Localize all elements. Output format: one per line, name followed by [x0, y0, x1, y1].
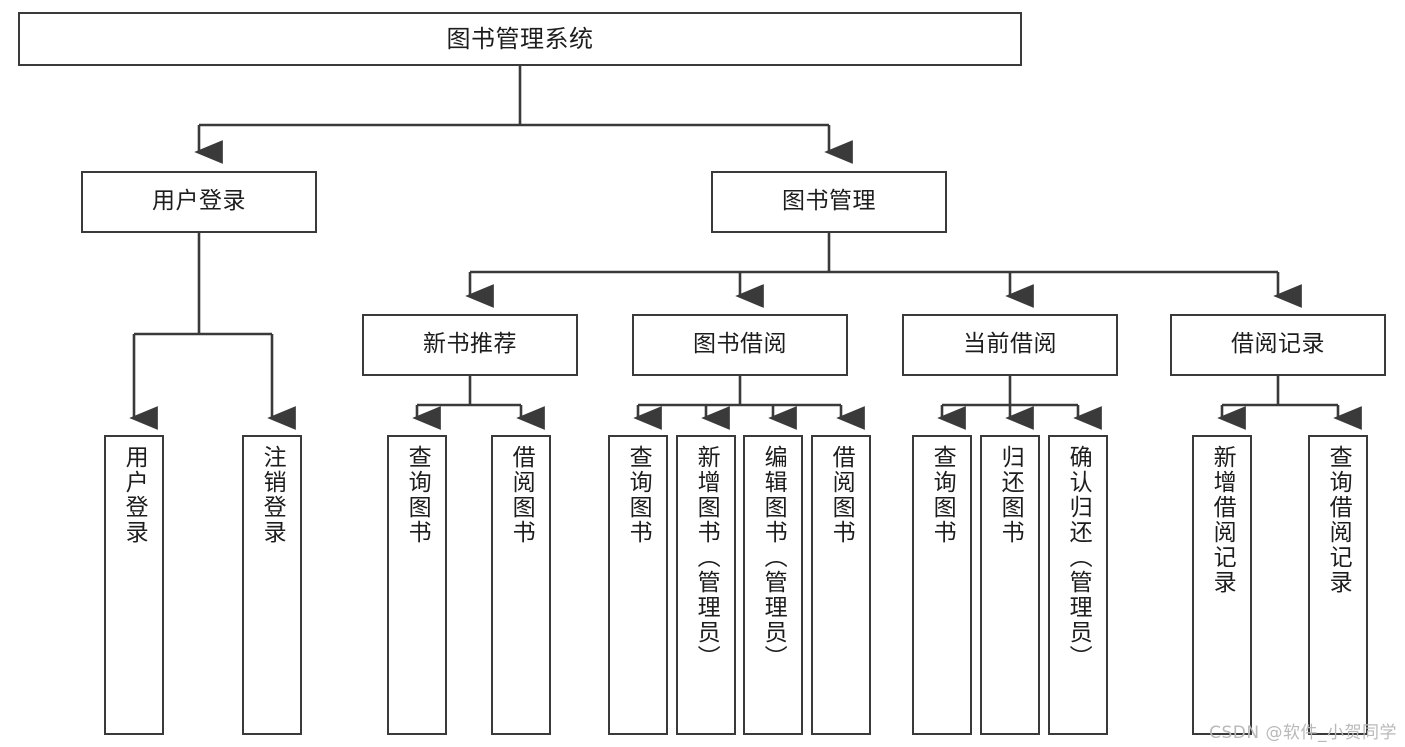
node-user-login[interactable]: 用户登录 — [81, 171, 317, 233]
leaf-user-logout[interactable]: 注销登录 — [242, 435, 302, 735]
leaf-borrow-query-book[interactable]: 查询图书 — [608, 435, 668, 735]
leaf-current-return-book-label: 归还图书 — [997, 445, 1024, 545]
node-user-login-label: 用户登录 — [152, 188, 246, 215]
leaf-current-query-book[interactable]: 查询图书 — [912, 435, 972, 735]
node-root[interactable]: 图书管理系统 — [18, 12, 1022, 66]
node-new-book-recommend[interactable]: 新书推荐 — [362, 314, 578, 376]
leaf-current-query-book-label: 查询图书 — [929, 445, 956, 545]
leaf-user-logout-label: 注销登录 — [259, 445, 286, 545]
leaf-borrow-edit-book-label: 编辑图书（管理员） — [760, 445, 787, 670]
leaf-borrow-add-book[interactable]: 新增图书（管理员） — [676, 435, 736, 735]
leaf-borrow-borrow-book[interactable]: 借阅图书 — [811, 435, 871, 735]
leaf-new-book-borrow[interactable]: 借阅图书 — [491, 435, 551, 735]
watermark-text: CSDN @软件_小贺同学 — [1209, 723, 1397, 743]
leaf-records-add-label: 新增借阅记录 — [1209, 445, 1236, 595]
leaf-user-login-label: 用户登录 — [121, 445, 148, 545]
leaf-current-confirm-return-label: 确认归还（管理员） — [1065, 445, 1092, 670]
leaf-current-confirm-return[interactable]: 确认归还（管理员） — [1048, 435, 1108, 735]
leaf-user-login[interactable]: 用户登录 — [104, 435, 164, 735]
node-borrow-records-label: 借阅记录 — [1231, 331, 1325, 358]
node-book-management-label: 图书管理 — [782, 188, 876, 215]
leaf-records-query[interactable]: 查询借阅记录 — [1308, 435, 1368, 735]
node-current-borrow[interactable]: 当前借阅 — [902, 314, 1118, 376]
node-root-label: 图书管理系统 — [446, 24, 594, 53]
node-book-borrow[interactable]: 图书借阅 — [632, 314, 848, 376]
leaf-new-book-query[interactable]: 查询图书 — [387, 435, 447, 735]
leaf-borrow-add-book-label: 新增图书（管理员） — [693, 445, 720, 670]
leaf-borrow-query-book-label: 查询图书 — [625, 445, 652, 545]
leaf-current-return-book[interactable]: 归还图书 — [980, 435, 1040, 735]
node-current-borrow-label: 当前借阅 — [963, 331, 1057, 358]
leaf-new-book-query-label: 查询图书 — [404, 445, 431, 545]
node-new-book-recommend-label: 新书推荐 — [423, 331, 517, 358]
node-borrow-records[interactable]: 借阅记录 — [1170, 314, 1386, 376]
node-book-management[interactable]: 图书管理 — [711, 171, 947, 233]
leaf-new-book-borrow-label: 借阅图书 — [508, 445, 535, 545]
leaf-borrow-edit-book[interactable]: 编辑图书（管理员） — [743, 435, 803, 735]
leaf-records-query-label: 查询借阅记录 — [1325, 445, 1352, 595]
leaf-records-add[interactable]: 新增借阅记录 — [1192, 435, 1252, 735]
leaf-borrow-borrow-book-label: 借阅图书 — [828, 445, 855, 545]
node-book-borrow-label: 图书借阅 — [693, 331, 787, 358]
